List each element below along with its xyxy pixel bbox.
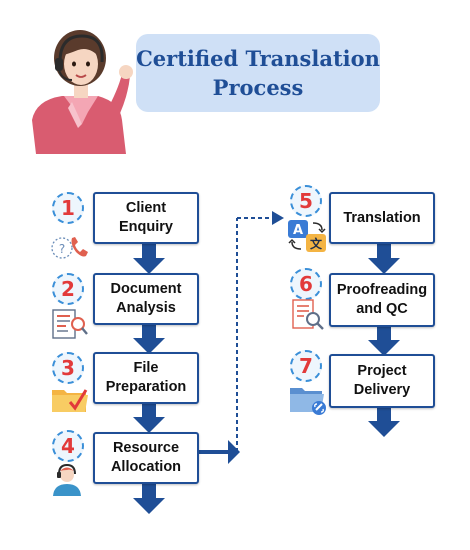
step-number-6: 6 [290, 268, 322, 300]
title-line-1: Certified Translation [136, 46, 380, 71]
svg-text:A: A [293, 223, 303, 238]
arrow-down [133, 324, 165, 354]
title-line-2: Process [212, 75, 304, 100]
phone-question-icon: ? [51, 237, 88, 259]
step-resource-allocation: Resource Allocation [93, 432, 199, 484]
step-document-analysis: Document Analysis [93, 273, 199, 325]
document-search-icon [52, 309, 88, 339]
step-number-7: 7 [290, 350, 322, 382]
step-proofreading-qc: Proofreading and QC [329, 273, 435, 327]
step-number-2: 2 [52, 273, 84, 305]
step-number-5: 5 [290, 185, 322, 217]
arrow-down [368, 244, 400, 274]
step-number-1: 1 [52, 192, 84, 224]
folder-check-icon [52, 389, 88, 412]
presenter-woman-illustration [32, 30, 133, 154]
folder-link-icon [290, 388, 326, 415]
arrow-down [368, 407, 400, 437]
translate-icon: A 文 [288, 220, 326, 252]
arrow-down [133, 244, 165, 274]
step-number-4: 4 [52, 430, 84, 462]
step-translation: Translation [329, 192, 435, 244]
connector-step4-to-step5 [196, 211, 284, 464]
proofread-icon [292, 299, 324, 330]
support-agent-icon [53, 463, 81, 496]
step-file-preparation: File Preparation [93, 352, 199, 404]
arrow-down [368, 326, 400, 356]
svg-text:文: 文 [310, 236, 323, 251]
arrow-down [133, 403, 165, 433]
arrow-down [133, 484, 165, 514]
svg-text:?: ? [59, 242, 65, 256]
title-banner: Certified Translation Process [136, 34, 380, 112]
step-number-3: 3 [52, 352, 84, 384]
step-project-delivery: Project Delivery [329, 354, 435, 408]
step-client-enquiry: Client Enquiry [93, 192, 199, 244]
